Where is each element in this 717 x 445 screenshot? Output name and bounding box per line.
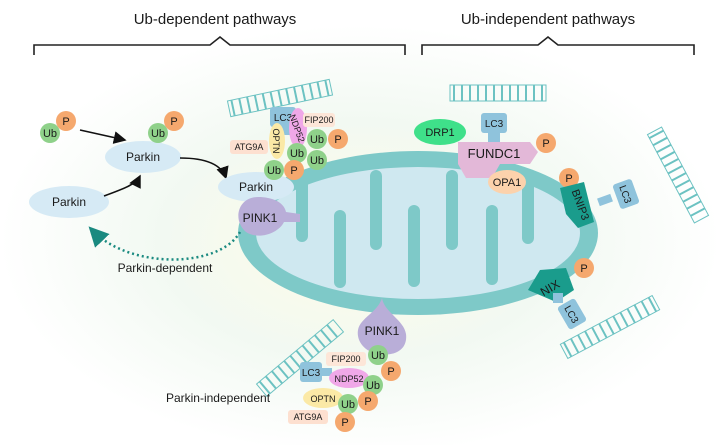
bottom-cluster: LC3 FIP200 NDP52 OPTN ATG9A Ub P Ub P Ub…	[288, 345, 401, 432]
svg-text:P: P	[387, 366, 394, 378]
svg-text:Ub: Ub	[341, 399, 355, 411]
svg-text:Ub: Ub	[310, 134, 324, 146]
arrow-parkin-to-active	[103, 174, 141, 197]
svg-text:P: P	[290, 165, 297, 177]
parkin-inactive-label: Parkin	[52, 195, 86, 209]
top-left-cluster: LC3 OPTN NDP52 FIP200 ATG9A Ub Ub P Ub P…	[230, 107, 348, 180]
svg-text:FIP200: FIP200	[331, 354, 360, 364]
membrane-bottom-left	[255, 319, 345, 397]
svg-text:NDP52: NDP52	[334, 374, 363, 384]
fundc1-cluster: LC3 DRP1 FUNDC1 P OPA1	[414, 113, 556, 194]
pink1-top	[238, 197, 300, 236]
bnip3-cluster: P BNIP3 LC3	[559, 168, 639, 228]
right-brace	[421, 35, 695, 55]
parkin-mito-label: Parkin	[239, 180, 273, 194]
svg-text:LC3: LC3	[485, 119, 504, 130]
header-ub-dependent: Ub-dependent pathways	[134, 11, 297, 28]
svg-text:Ub: Ub	[371, 350, 385, 362]
svg-text:DRP1: DRP1	[425, 127, 454, 139]
parkin-active	[105, 141, 181, 173]
svg-text:Ub: Ub	[290, 148, 304, 160]
svg-text:LC3: LC3	[302, 368, 321, 379]
svg-text:OPTN: OPTN	[271, 128, 281, 153]
parkin-inactive	[29, 186, 109, 218]
svg-text:P: P	[542, 138, 549, 150]
svg-text:Ub: Ub	[267, 165, 281, 177]
nix-cluster: NIX P LC3	[528, 258, 594, 330]
label-parkin-dependent: Parkin-dependent	[118, 261, 213, 275]
arrow-active-to-mito	[179, 157, 229, 180]
svg-text:P: P	[170, 116, 177, 128]
arrow-parkin-dependent	[88, 226, 242, 261]
pink1-top-label: PINK1	[243, 211, 278, 225]
membrane-top-left	[226, 78, 334, 118]
svg-text:P: P	[364, 396, 371, 408]
svg-text:Ub: Ub	[366, 380, 380, 392]
svg-text:OPA1: OPA1	[493, 177, 522, 189]
svg-text:Ub: Ub	[310, 155, 324, 167]
membrane-right	[646, 126, 710, 224]
membrane-top-center	[449, 84, 547, 102]
svg-text:FIP200: FIP200	[304, 115, 333, 125]
pink1-bottom-label: PINK1	[365, 324, 400, 338]
svg-text:P: P	[334, 134, 341, 146]
svg-text:OPTN: OPTN	[310, 394, 335, 404]
parkin-active-label: Parkin	[126, 150, 160, 164]
svg-text:ATG9A: ATG9A	[235, 142, 264, 152]
svg-text:Ub: Ub	[43, 128, 57, 140]
label-parkin-independent: Parkin-independent	[166, 391, 271, 405]
parkin-ub-p: Ub P	[148, 111, 184, 143]
arrow-ub-to-parkin	[79, 129, 127, 144]
svg-text:P: P	[341, 417, 348, 429]
header-ub-independent: Ub-independent pathways	[461, 11, 635, 28]
svg-text:P: P	[580, 263, 587, 275]
left-brace	[33, 35, 406, 55]
svg-text:P: P	[62, 116, 69, 128]
svg-text:Ub: Ub	[151, 128, 165, 140]
svg-text:ATG9A: ATG9A	[294, 412, 323, 422]
svg-text:P: P	[565, 173, 572, 185]
free-ub-p: Ub P	[40, 111, 76, 143]
svg-text:FUNDC1: FUNDC1	[468, 146, 521, 161]
membrane-bottom-right	[559, 294, 661, 360]
pink1-bottom	[357, 298, 407, 355]
svg-text:LC3: LC3	[274, 113, 293, 124]
